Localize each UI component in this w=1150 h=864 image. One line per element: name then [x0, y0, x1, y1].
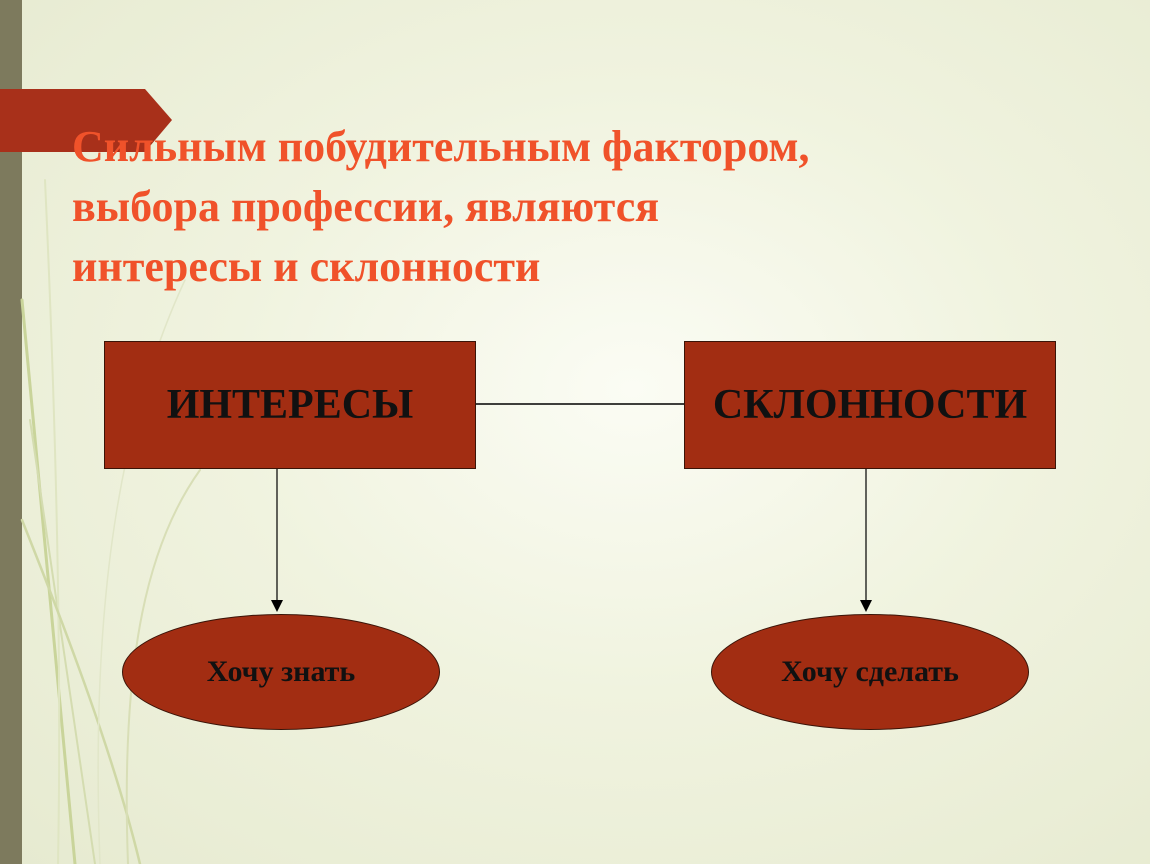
want-to-do-ellipse: Хочу сделать [711, 614, 1029, 730]
left-sidebar-bar [0, 0, 22, 864]
inclinations-box-label: СКЛОННОСТИ [712, 382, 1028, 428]
slide-title: Сильным побудительным фактором, выбора п… [72, 117, 972, 297]
want-to-know-label: Хочу знать [206, 655, 356, 688]
inclinations-box: СКЛОННОСТИ [684, 341, 1056, 469]
title-line-2: выбора профессии, являются [72, 182, 660, 231]
title-accent-flag [0, 89, 172, 152]
interests-box-label: ИНТЕРЕСЫ [166, 382, 414, 428]
title-line-3: интересы и склонности [72, 242, 541, 291]
title-line-1: Сильным побудительным фактором, [72, 122, 810, 171]
want-to-know-ellipse: Хочу знать [122, 614, 440, 730]
interests-box: ИНТЕРЕСЫ [104, 341, 476, 469]
want-to-do-label: Хочу сделать [781, 655, 959, 688]
